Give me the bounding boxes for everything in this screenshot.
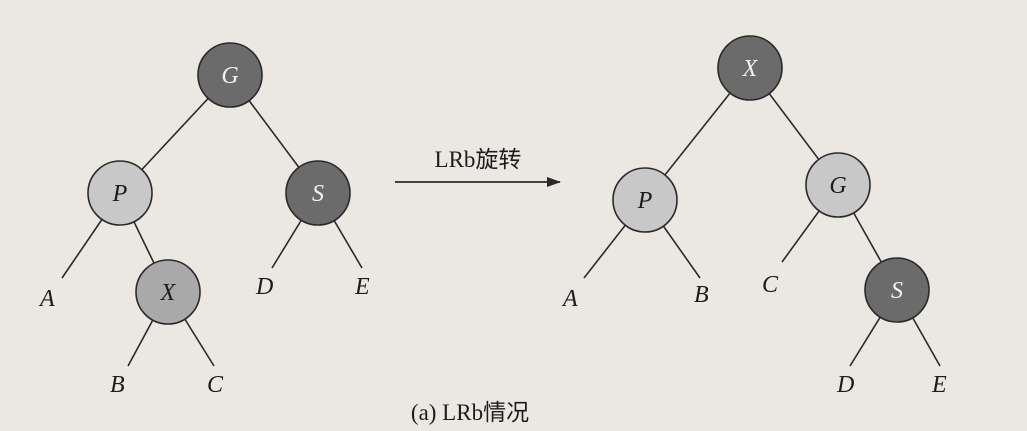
figure-caption: (a) LRb情况 bbox=[411, 400, 529, 425]
after-tree: X P G S A B C D E bbox=[561, 35, 947, 398]
node-s-after-label: S bbox=[891, 278, 903, 304]
leaf-e: E bbox=[354, 274, 370, 300]
node-g-label: G bbox=[221, 63, 238, 89]
node-g-after-label: G bbox=[829, 173, 846, 199]
node-x: X bbox=[135, 259, 201, 325]
leaf-a: A bbox=[38, 286, 55, 312]
before-tree: G P S X A B C D E bbox=[38, 42, 370, 398]
arrow-label: LRb旋转 bbox=[435, 147, 522, 172]
rotation-arrow: LRb旋转 bbox=[395, 147, 561, 187]
leaf-c: C bbox=[207, 372, 224, 398]
node-g-after: G bbox=[805, 152, 871, 218]
leaf-e-after: E bbox=[931, 372, 947, 398]
leaf-a-after: A bbox=[561, 286, 578, 312]
node-s: S bbox=[285, 160, 351, 226]
leaf-b-after: B bbox=[694, 282, 709, 308]
node-p-after: P bbox=[612, 167, 678, 233]
node-x-after-label: X bbox=[742, 56, 759, 82]
node-s-after: S bbox=[864, 257, 930, 323]
leaf-d-after: D bbox=[836, 372, 854, 398]
node-x-after: X bbox=[717, 35, 783, 101]
node-x-label: X bbox=[160, 280, 177, 306]
node-g: G bbox=[197, 42, 263, 108]
node-s-label: S bbox=[312, 181, 324, 207]
node-p: P bbox=[87, 160, 153, 226]
leaf-b: B bbox=[110, 372, 125, 398]
leaf-d: D bbox=[255, 274, 273, 300]
node-p-after-label: P bbox=[637, 188, 653, 214]
leaf-c-after: C bbox=[762, 272, 779, 298]
node-p-label: P bbox=[112, 181, 128, 207]
